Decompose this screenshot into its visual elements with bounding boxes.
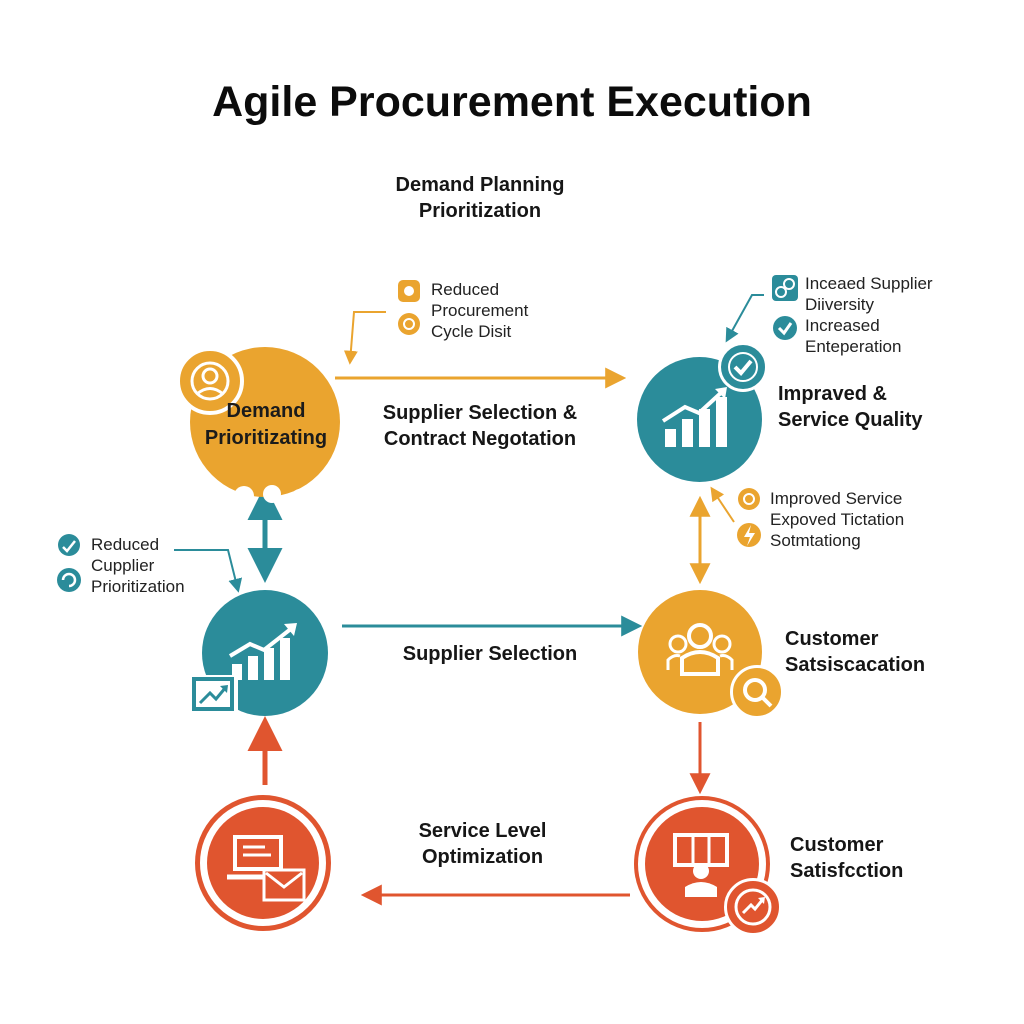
note-mid-right-line2: Expoved Tictation [770, 510, 905, 529]
diagram-title: Agile Procurement Execution [212, 78, 812, 126]
bar-chart-icon [228, 623, 297, 680]
person-icon [176, 347, 244, 415]
customer-top-label: Customer Satsiscacation [785, 626, 925, 678]
improved-label-line1: Impraved & [778, 383, 887, 405]
customer-bottom-label: Customer Satisfcction [790, 832, 903, 884]
top-edge-label-line1: Supplier Selection & [382, 402, 578, 424]
bottom-edge-label-line2: Optimization [421, 846, 544, 868]
improved-label: Impraved & Service Quality [778, 381, 923, 433]
bar-chart-icon [661, 387, 727, 447]
note-top-right-line4: Enteperation [805, 337, 902, 356]
alert-icon [398, 280, 420, 302]
cycle-icon [57, 568, 81, 592]
note-top-left-line1: Reduced [431, 280, 500, 299]
note-top-left-line3: Cycle Disit [431, 322, 512, 341]
link-icon [772, 275, 798, 301]
note-mid-right: Improved Service Expoved Tictation Sotmt… [770, 488, 904, 551]
note-top-right-line3: Increased [805, 316, 880, 335]
check-icon [773, 316, 797, 340]
bolt-icon [737, 523, 761, 547]
note-mid-left: Reduced Cupplier Prioritization [91, 534, 185, 597]
note-top-right-line2: Diiversity [805, 295, 874, 314]
node-demand-label: Demand Prioritizating [186, 398, 346, 452]
note-mid-left-line2: Cupplier [91, 556, 155, 575]
node-service [195, 795, 331, 931]
note-mid-right-line1: Improved Service [770, 489, 903, 508]
note-top-left-line2: Procurement [431, 301, 529, 320]
top-label-line2: Prioritization [418, 200, 542, 222]
top-label: Demand Planning Prioritization [360, 172, 600, 224]
target-icon [738, 488, 760, 510]
target-icon [398, 313, 420, 335]
node-demand-label-line1: Demand [226, 400, 306, 422]
group-icon [666, 623, 734, 676]
node-demand-label-line2: Prioritizating [204, 427, 328, 449]
note-mid-right-line3: Sotmtationg [770, 531, 861, 550]
trend-icon [724, 878, 782, 936]
note-connector-mid-right [710, 486, 735, 523]
note-mid-left-line3: Prioritization [91, 577, 185, 596]
note-top-right-icons [770, 273, 800, 350]
middle-edge-label-line1: Supplier Selection [402, 643, 578, 665]
top-label-line1: Demand Planning [395, 174, 565, 196]
note-mid-right-icons [734, 485, 764, 556]
shield-icon [58, 534, 80, 556]
presenter-icon [673, 833, 729, 897]
customer-top-label-line2: Satsiscacation [785, 654, 926, 676]
check-icon [718, 342, 768, 392]
note-top-left: Reduced Procurement Cycle Disit [431, 279, 528, 342]
note-top-right-line1: Inceaed Supplier [805, 274, 933, 293]
customer-bottom-label-line2: Satisfcction [790, 860, 904, 882]
improved-label-line2: Service Quality [778, 409, 923, 431]
bottom-edge-label: Service Level Optimization [395, 818, 570, 870]
customer-bottom-label-line1: Customer [790, 834, 884, 856]
note-mid-left-icons [55, 532, 85, 601]
note-mid-left-line1: Reduced [91, 535, 160, 554]
middle-edge-label: Supplier Selection [380, 641, 600, 667]
top-edge-label-line2: Contract Negotation [383, 428, 577, 450]
search-icon [730, 665, 784, 719]
top-edge-label: Supplier Selection & Contract Negotation [360, 400, 600, 452]
note-connector-top-left [343, 311, 386, 365]
note-connector-top-right [725, 294, 764, 343]
laptop-icon [227, 835, 283, 880]
note-connector-mid-left [174, 549, 243, 593]
bottom-edge-label-line1: Service Level [418, 820, 547, 842]
note-top-right: Inceaed Supplier Diiversity Increased En… [805, 273, 933, 357]
mail-icon [262, 868, 306, 902]
note-top-left-icons [395, 277, 425, 344]
node-demand-drip [209, 483, 329, 507]
trend-icon [190, 675, 238, 715]
customer-top-label-line1: Customer [785, 628, 879, 650]
